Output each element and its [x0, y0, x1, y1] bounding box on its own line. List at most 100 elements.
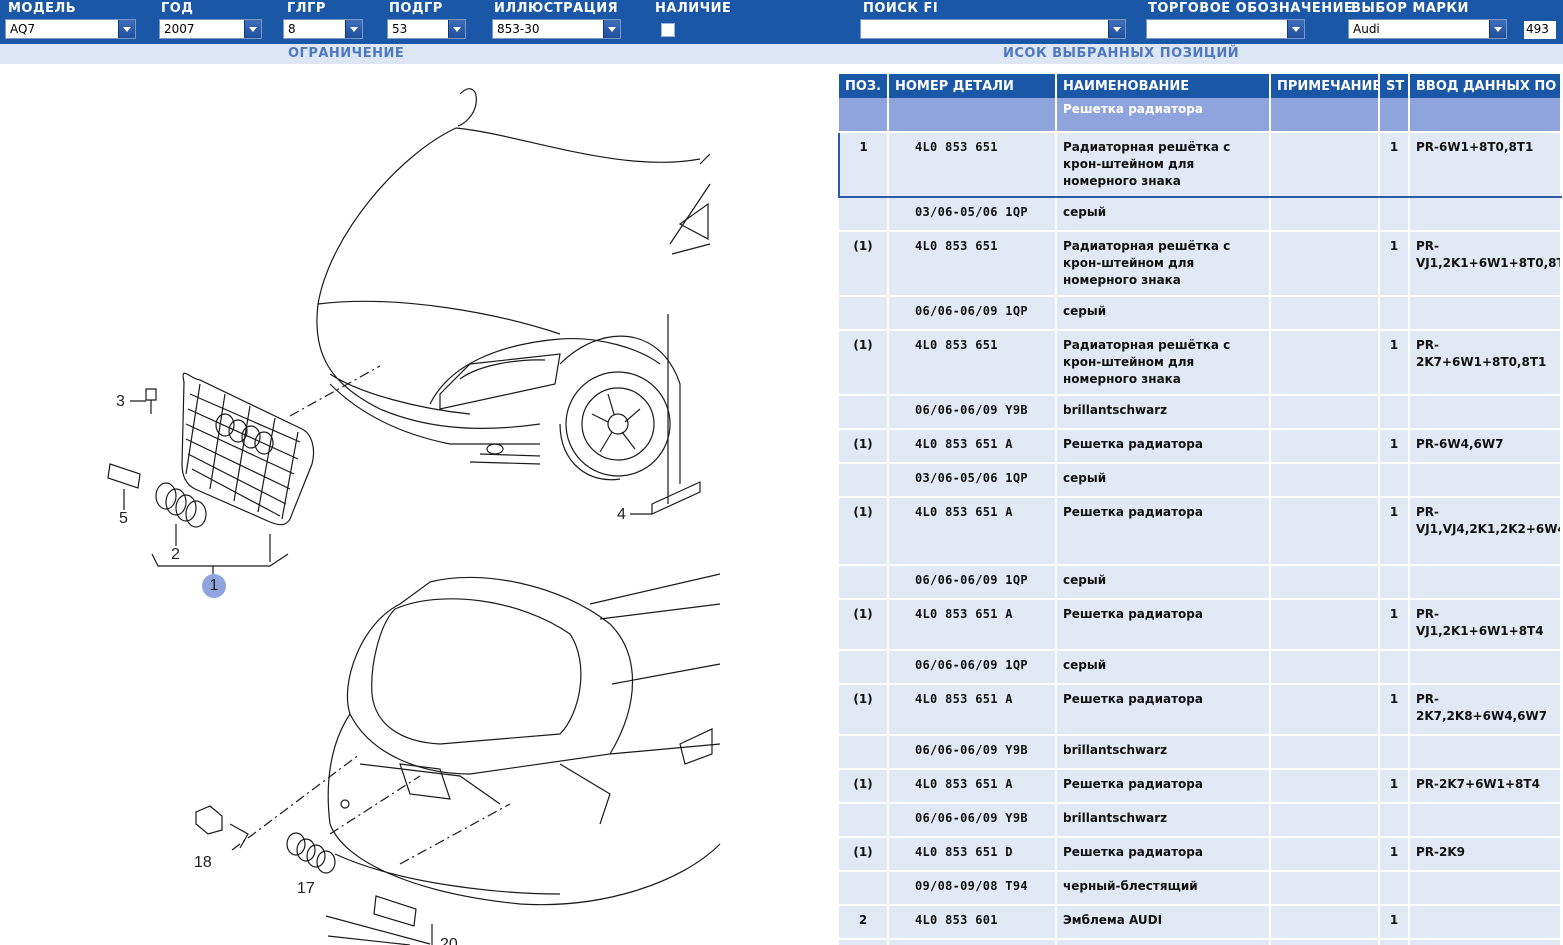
chevron-down-icon[interactable]	[345, 20, 362, 38]
part-number-cell: 4L0 853 651	[888, 330, 1057, 396]
note-cell	[1270, 735, 1380, 770]
table-row[interactable]: 03/06-06/09 2ZZхром	[839, 939, 1562, 945]
emblem-drawings	[107, 388, 207, 528]
chevron-down-icon[interactable]	[448, 20, 465, 38]
chevron-down-icon[interactable]	[1108, 20, 1125, 38]
year-value: 2007	[164, 22, 195, 36]
column-header-pos[interactable]: ПОЗ.	[839, 74, 889, 98]
selected-list-label: ИСОК ВЫБРАННЫХ ПОЗИЦИЙ	[1003, 46, 1240, 61]
result-count: 493	[1524, 21, 1556, 39]
part-number-cell: 4L0 853 651 A	[888, 497, 1057, 566]
brand-value: Audi	[1353, 22, 1380, 36]
car-rear-drawing	[195, 573, 721, 945]
st-cell: 1	[1379, 429, 1410, 464]
note-cell	[1270, 803, 1380, 838]
callout-1[interactable]: 1	[202, 574, 226, 598]
pos-cell	[839, 650, 889, 685]
name-cell: Решетка радиатора	[1056, 684, 1271, 736]
name-cell: brillantschwarz	[1056, 395, 1271, 430]
callout-5[interactable]: 5	[119, 510, 128, 527]
brand-select[interactable]: Audi	[1348, 19, 1507, 39]
parts-list: ПОЗ. НОМЕР ДЕТАЛИ НАИМЕНОВАНИЕ ПРИМЕЧАНИ…	[838, 64, 1563, 945]
model-select[interactable]: AQ7	[5, 19, 136, 39]
note-cell	[1270, 939, 1380, 945]
pos-cell	[839, 395, 889, 430]
name-cell: brillantschwarz	[1056, 803, 1271, 838]
callout-17[interactable]: 17	[297, 880, 315, 897]
chevron-down-icon[interactable]	[118, 20, 135, 38]
callout-3[interactable]: 3	[116, 393, 125, 410]
illustration-select[interactable]: 853-30	[492, 19, 621, 39]
callout-2[interactable]: 2	[171, 546, 180, 563]
pos-cell	[839, 565, 889, 600]
chevron-down-icon[interactable]	[603, 20, 620, 38]
st-cell: 1	[1379, 330, 1410, 396]
model-data-cell	[1409, 735, 1562, 770]
name-cell: черный-блестящий	[1056, 871, 1271, 906]
model-data-cell: PR-2K7+6W1+8T0,8T1	[1409, 330, 1562, 396]
callout-18[interactable]: 18	[194, 854, 212, 871]
restriction-label[interactable]: ОГРАНИЧЕНИЕ	[288, 46, 405, 61]
callout-4[interactable]: 4	[617, 506, 626, 523]
model-data-cell	[1409, 296, 1562, 331]
model-data-cell	[1409, 905, 1562, 940]
search-select[interactable]	[860, 19, 1126, 39]
pos-cell: (1)	[839, 599, 889, 651]
trade-name-select[interactable]	[1146, 19, 1305, 39]
availability-checkbox[interactable]	[661, 23, 675, 37]
name-cell: Радиаторная решётка с крон-штейном для н…	[1056, 131, 1271, 198]
parts-illustration: 3 5 2 1 4 18 17 20	[0, 64, 838, 945]
trade-name-label: ТОРГОВОЕ ОБОЗНАЧЕНИЕ	[1148, 1, 1354, 16]
column-header-name[interactable]: НАИМЕНОВАНИЕ	[1056, 74, 1271, 98]
main-group-select[interactable]: 8	[283, 19, 363, 39]
part-number-cell: 06/06-06/09 1QP	[888, 650, 1057, 685]
model-data-cell: PR-VJ1,2K1+6W1+8T0,8T1	[1409, 231, 1562, 297]
group-cell	[1270, 98, 1380, 133]
callout-20[interactable]: 20	[440, 936, 458, 945]
note-cell	[1270, 296, 1380, 331]
chevron-down-icon[interactable]	[244, 20, 261, 38]
part-number-cell: 06/06-06/09 Y9B	[888, 803, 1057, 838]
st-cell: 1	[1379, 131, 1410, 198]
name-cell: серый	[1056, 650, 1271, 685]
model-data-cell: PR-2K7,2K8+6W4,6W7	[1409, 684, 1562, 736]
st-cell	[1379, 296, 1410, 331]
column-header-st[interactable]: ST	[1379, 74, 1410, 98]
chevron-down-icon[interactable]	[1489, 20, 1506, 38]
pos-cell: 2	[839, 905, 889, 940]
pos-cell	[839, 197, 889, 232]
year-select[interactable]: 2007	[159, 19, 262, 39]
part-number-cell: 06/06-06/09 Y9B	[888, 735, 1057, 770]
note-cell	[1270, 330, 1380, 396]
pos-cell	[839, 939, 889, 945]
column-header-model-data[interactable]: ВВОД ДАННЫХ ПО МОДЕЛИ	[1409, 74, 1562, 98]
sub-group-select[interactable]: 53	[387, 19, 466, 39]
part-number-cell: 4L0 853 651 D	[888, 837, 1057, 872]
model-data-cell	[1409, 463, 1562, 498]
chevron-down-icon[interactable]	[1287, 20, 1304, 38]
pos-cell: (1)	[839, 231, 889, 297]
name-cell: Решетка радиатора	[1056, 429, 1271, 464]
column-header-part-number[interactable]: НОМЕР ДЕТАЛИ	[888, 74, 1057, 98]
group-row: Решетка радиатора	[839, 98, 1562, 133]
column-header-note[interactable]: ПРИМЕЧАНИЕ	[1270, 74, 1380, 98]
